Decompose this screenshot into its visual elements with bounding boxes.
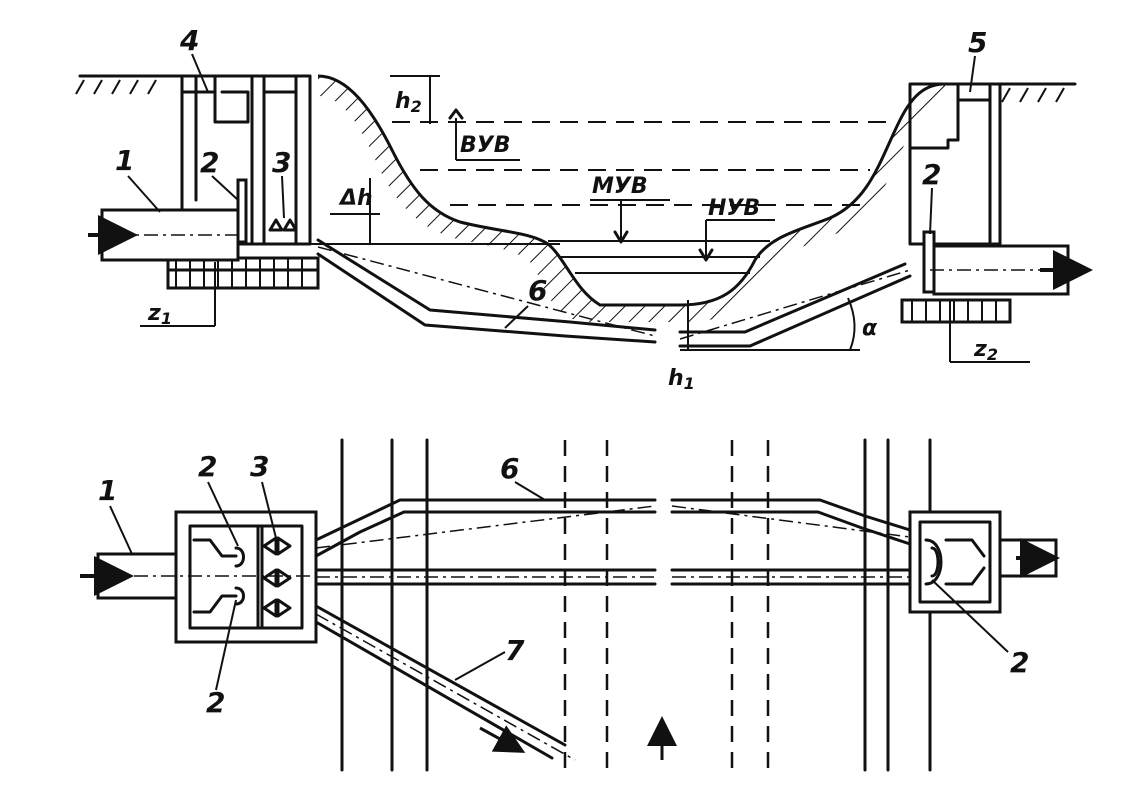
inlet-pipe-plan <box>80 552 310 600</box>
symbol-z2: z2 <box>973 337 998 364</box>
label-3-plan: 3 <box>250 450 269 483</box>
outlet-chamber <box>900 82 1012 324</box>
symbol-h2: h2 <box>395 89 422 116</box>
outlet-chamber-plan <box>908 510 1002 614</box>
label-6-plan: 6 <box>500 452 519 485</box>
inlet-chamber <box>166 74 320 290</box>
ground-right <box>996 82 1077 103</box>
label-5: 5 <box>968 26 987 59</box>
plan-view: 1 2 3 2 6 7 2 <box>80 438 1060 772</box>
label-1-section: 1 <box>115 144 134 177</box>
arrow-right-icon <box>479 725 526 753</box>
label-4: 4 <box>179 24 199 57</box>
dimensions <box>140 75 1030 363</box>
label-2-section-right: 2 <box>922 158 941 191</box>
symbol-h1: h1 <box>668 366 695 393</box>
inlet-pipe <box>88 208 240 262</box>
label-1-plan: 1 <box>98 474 117 507</box>
inlet-chamber-plan <box>174 510 318 644</box>
outlet-pipe <box>930 244 1093 296</box>
siphon-pipe-section <box>316 238 912 348</box>
label-3-section: 3 <box>272 146 291 179</box>
symbol-dh: Δh <box>338 186 373 211</box>
water-surface <box>392 121 895 274</box>
level-medium: МУВ <box>592 174 648 199</box>
bank-lines <box>340 438 932 772</box>
label-2-plan-bottom: 2 <box>206 686 225 719</box>
label-6-section: 6 <box>528 274 547 307</box>
outlet-pipe-plan <box>998 538 1060 578</box>
label-2-plan-top: 2 <box>198 450 217 483</box>
label-7: 7 <box>505 634 525 667</box>
symbol-alpha: α <box>862 316 878 341</box>
level-low: НУВ <box>708 196 760 221</box>
label-2-section-left: 2 <box>200 146 219 179</box>
label-2-plan-right: 2 <box>1010 646 1029 679</box>
riverbed <box>317 74 946 322</box>
level-high: ВУВ <box>460 133 511 158</box>
symbol-z1: z1 <box>147 301 172 328</box>
siphon-pipes-plan <box>314 498 912 761</box>
section-view: 1 2 3 4 5 2 6 ВУВ МУВ НУВ h2 Δh z1 z2 h1… <box>75 24 1093 393</box>
ground-left <box>75 74 184 95</box>
